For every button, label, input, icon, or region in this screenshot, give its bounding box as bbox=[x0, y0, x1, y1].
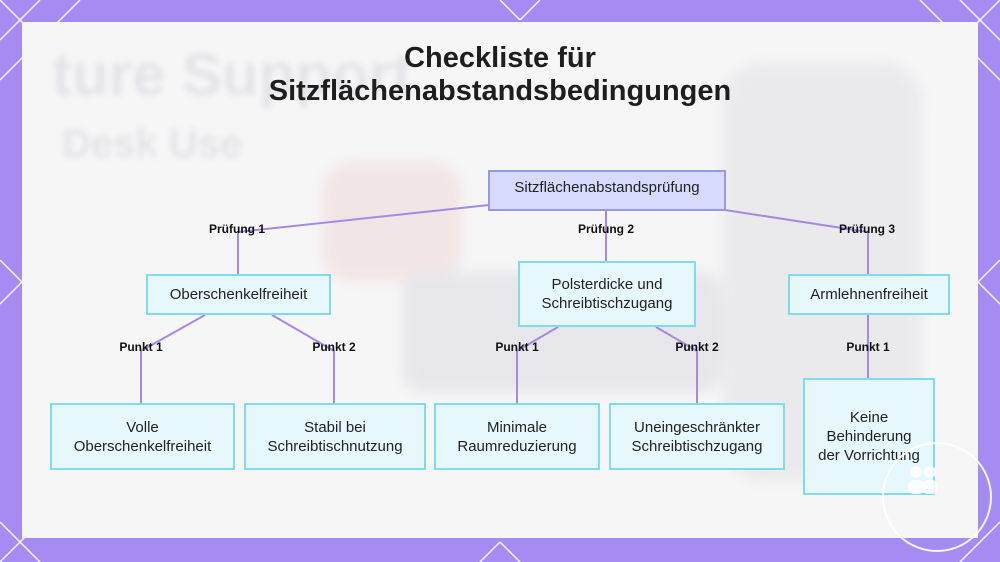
node-armlehnenfreiheit: Armlehnenfreiheit bbox=[788, 274, 950, 315]
title-line-1: Checkliste für bbox=[404, 42, 596, 74]
edge-label-punkt-2-check-1: Punkt 2 bbox=[312, 340, 356, 354]
edge-label-pruefung-2: Prüfung 2 bbox=[578, 222, 634, 236]
node-label: Polsterdicke und Schreibtischzugang bbox=[541, 276, 673, 312]
background-text-1: ture Support bbox=[52, 41, 412, 108]
title-line-2: Sitzflächenabstandsbedingungen bbox=[268, 75, 732, 107]
edge-label-punkt-1-check-1: Punkt 1 bbox=[119, 340, 163, 354]
node-label: Volle Oberschenkelfreiheit bbox=[73, 418, 212, 455]
edge-label-pruefung-1: Prüfung 1 bbox=[209, 222, 265, 236]
node-oberschenkelfreiheit: Oberschenkelfreiheit bbox=[146, 274, 331, 315]
root-node: Sitzflächenabstandsprüfung bbox=[488, 170, 726, 211]
edge-label-punkt-1-check-3: Punkt 1 bbox=[846, 340, 890, 354]
edge-label-pruefung-3: Prüfung 3 bbox=[839, 222, 895, 236]
node-label: Oberschenkelfreiheit bbox=[169, 286, 308, 303]
node-label: Keine Behinderung der Vorrichtung bbox=[818, 409, 920, 464]
connector-check-1-point-1 bbox=[140, 314, 206, 403]
edge-label-punkt-2-check-2: Punkt 2 bbox=[675, 340, 719, 354]
node-volle-oberschenkelfreiheit: Volle Oberschenkelfreiheit bbox=[50, 403, 235, 470]
connector-check-2-point-1 bbox=[516, 326, 559, 403]
connector-root-check-3 bbox=[724, 209, 869, 274]
node-label: Uneingeschränkter Schreibtischzugang bbox=[631, 418, 763, 455]
people-icon bbox=[908, 466, 938, 494]
connector-check-2-point-2 bbox=[655, 326, 698, 403]
diagram-title: Checkliste für Sitzflächenabstandsbeding… bbox=[0, 42, 1000, 108]
node-uneingeschraenkter-schreibtischzugang: Uneingeschränkter Schreibtischzugang bbox=[609, 403, 785, 470]
root-node-label: Sitzflächenabstandsprüfung bbox=[514, 179, 700, 196]
edge-label-punkt-1-check-2: Punkt 1 bbox=[495, 340, 539, 354]
node-polsterdicke-schreibtischzugang: Polsterdicke und Schreibtischzugang bbox=[518, 261, 696, 327]
node-stabil-bei-schreibtischnutzung: Stabil bei Schreibtischnutzung bbox=[244, 403, 426, 470]
node-minimale-raumreduzierung: Minimale Raumreduzierung bbox=[434, 403, 600, 470]
background-text-2: Desk Use bbox=[62, 122, 243, 166]
node-label: Minimale Raumreduzierung bbox=[457, 418, 577, 455]
connector-root-check-1 bbox=[237, 204, 490, 274]
node-label: Armlehnenfreiheit bbox=[810, 286, 928, 303]
connector-check-1-point-2 bbox=[271, 314, 335, 403]
node-label: Stabil bei Schreibtischnutzung bbox=[267, 418, 403, 455]
watermark-circle bbox=[882, 442, 992, 552]
